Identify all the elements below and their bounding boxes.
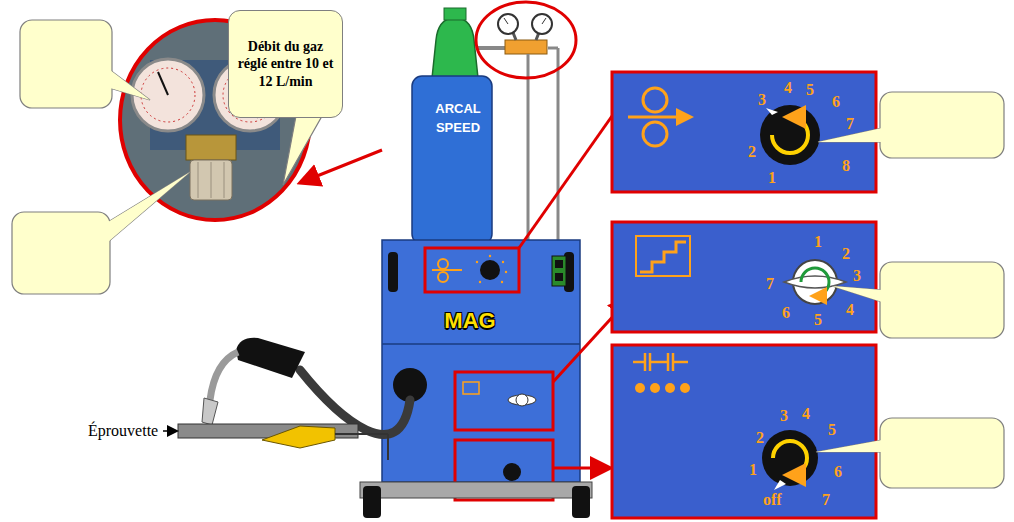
zoom-arrow <box>302 150 382 182</box>
dial-number: 1 <box>768 170 776 186</box>
dial-number: 8 <box>842 158 850 174</box>
dial-number: 4 <box>846 302 854 318</box>
dial-number: 6 <box>834 464 842 480</box>
dial-number: 2 <box>842 246 850 262</box>
dial-number: 1 <box>749 462 757 478</box>
wire-speed-panel <box>612 72 876 192</box>
node-text: ARCAL SPEED <box>414 99 502 138</box>
callout-tail <box>816 440 882 452</box>
welding-machine <box>382 240 580 500</box>
bottle-label: ARCAL SPEED <box>414 92 502 144</box>
dial-number: 3 <box>758 92 766 108</box>
dial-number: 2 <box>756 430 764 446</box>
callout-tail <box>832 286 882 302</box>
callout-tail <box>816 440 882 452</box>
voltage-panel <box>612 222 876 332</box>
dial-number: 6 <box>782 305 790 321</box>
dial-number: 7 <box>822 492 830 508</box>
dial-number: 4 <box>802 406 810 422</box>
cart <box>360 482 592 518</box>
node-text: MAG <box>444 308 495 334</box>
dial-number: 2 <box>748 144 756 160</box>
dial-number: 7 <box>846 116 854 132</box>
dial-number: off <box>763 492 782 508</box>
callout-bubble <box>12 212 110 294</box>
callout-tail <box>283 116 322 185</box>
node-text: Débit du gaz réglé entre 10 et 12 L/min <box>235 38 336 91</box>
dial-number: 5 <box>828 422 836 438</box>
callout-bubble <box>880 262 1004 338</box>
callout-bubble <box>20 20 112 108</box>
dial-number: 4 <box>784 80 792 96</box>
torch <box>202 338 410 435</box>
machine-label: MAG <box>420 302 520 340</box>
specimen <box>178 424 388 460</box>
part-label: Éprouvette <box>88 423 158 439</box>
callout-tail <box>108 172 190 242</box>
zoom-arrow <box>553 467 608 470</box>
regulator <box>476 2 576 245</box>
callout-tail <box>832 286 882 302</box>
dial-number: 5 <box>806 82 814 98</box>
inductance-panel <box>612 345 876 518</box>
dial-number: 7 <box>766 276 774 292</box>
callout-bubble <box>880 418 1004 488</box>
callout-tail <box>108 172 190 242</box>
dial-number: 1 <box>814 234 822 250</box>
callout-bubble: Débit du gaz réglé entre 10 et 12 L/min <box>228 10 343 118</box>
leader-arrow <box>163 430 176 432</box>
callout-bubble <box>880 92 1004 158</box>
callout-tail <box>110 70 150 100</box>
dial-number: 3 <box>853 268 861 284</box>
dial-number: 6 <box>832 94 840 110</box>
dial-number: 3 <box>780 408 788 424</box>
dial-number: 5 <box>814 312 822 328</box>
callout-tail <box>110 70 150 100</box>
callout-bubbles <box>12 20 1004 488</box>
